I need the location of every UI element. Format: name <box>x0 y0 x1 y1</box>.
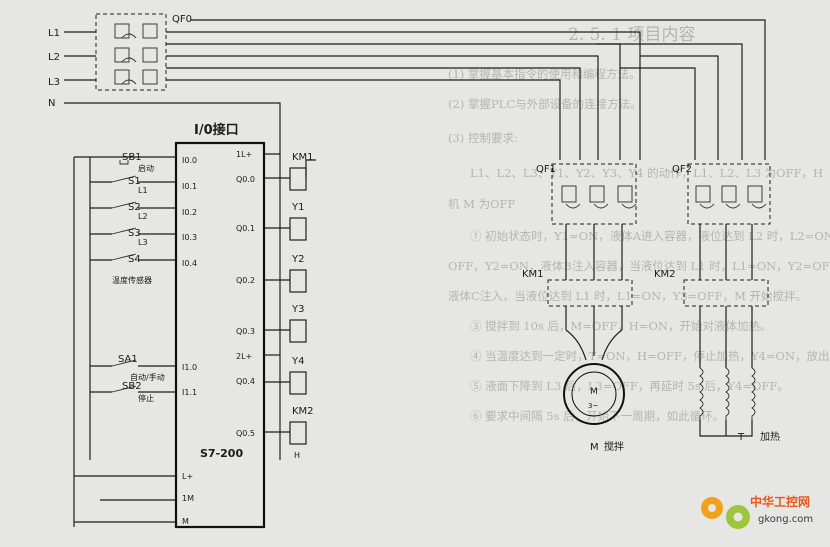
sb2-tag: SB2 <box>122 381 142 392</box>
output-loads: KM1 Y1 Y2 Y3 Y4 KM2 H <box>289 152 314 460</box>
output-wiring <box>264 153 316 460</box>
input-i01: I0.1 <box>182 182 197 191</box>
sb1-tag: SB1 <box>122 152 142 163</box>
input-i00: I0.0 <box>182 156 197 165</box>
sa1-tag: SA1 <box>118 354 138 365</box>
bg-line-9: ③ 搅拌到 10s 后，M=OFF，H=ON，开始对液体加热。 <box>470 319 771 333</box>
load-y1: Y1 <box>291 202 304 213</box>
supply-wires <box>64 19 766 160</box>
watermark-title: 中华工控网 <box>750 494 810 509</box>
neutral-label: N <box>48 98 55 109</box>
output-q02: Q0.2 <box>236 276 255 285</box>
sb1-desc: 启动 <box>138 163 154 173</box>
load-y3: Y3 <box>291 304 304 315</box>
plc-block: I/0接口 S7-200 I0.0 I0.1 I0.2 I0.3 I0.4 I1… <box>174 122 266 529</box>
heater-caption: 加热 <box>760 430 780 443</box>
km1-contactor-label: KM1 <box>522 269 544 280</box>
motor-symbol: M <box>590 387 598 397</box>
input-i04: I0.4 <box>182 259 197 268</box>
input-wiring <box>73 156 176 527</box>
sb2-desc: 停止 <box>138 393 154 403</box>
input-devices: SB1 启动 S1 L1 S2 L2 S3 L3 S4 温度传感器 SA1 自动… <box>112 152 165 403</box>
s2-desc: L2 <box>138 212 148 221</box>
bg-line-5: 机 M 为OFF <box>448 197 515 211</box>
km2-contactor-label: KM2 <box>654 269 676 280</box>
load-h-label: H <box>294 451 300 460</box>
motor-tag: M <box>590 442 599 453</box>
motor-circuit: QF1 KM1 M 3~ M 搅拌 <box>522 163 637 453</box>
bg-line-11: ⑤ 液面下降到 L3 后，L3=OFF，再延时 5s 后，Y4=OFF。 <box>470 379 789 393</box>
bg-line-2: (2) 掌握PLC与外部设备的连接方法。 <box>448 97 642 111</box>
input-i10: I1.0 <box>182 363 197 372</box>
motor-sub: 3~ <box>588 402 598 410</box>
bg-heading: 2. 5. 1 项目内容 <box>568 25 695 45</box>
s1-tag: S1 <box>128 176 141 187</box>
common-2lplus: 2L+ <box>236 352 252 361</box>
supply-labels: L1 L2 L3 N <box>48 28 60 109</box>
s4-tag: S4 <box>128 254 141 265</box>
qf0-label: QF0 <box>172 14 192 25</box>
phase-l2-label: L2 <box>48 52 60 63</box>
output-q00: Q0.0 <box>236 175 255 184</box>
load-y4: Y4 <box>291 356 304 367</box>
load-y2: Y2 <box>291 254 304 265</box>
phase-l3-label: L3 <box>48 77 60 88</box>
watermark: 中华工控网 gkong.com <box>701 494 813 529</box>
input-switch-symbols <box>111 160 137 393</box>
qf2-label: QF2 <box>672 164 692 175</box>
bg-line-3: (3) 控制要求: <box>448 131 518 145</box>
input-i03: I0.3 <box>182 233 197 242</box>
s3-tag: S3 <box>128 228 141 239</box>
main-breaker-qf0: QF0 <box>95 13 192 91</box>
bg-line-8: 液体C注入，当液位达到 L1 时，L1=ON，Y3=OFF，M 开始搅拌。 <box>448 289 807 303</box>
power-lplus: L+ <box>182 472 193 481</box>
bg-line-4: L1、L2、L3、Y1、Y2、Y3、Y4 的动作，L1、L2、L3 为OFF，H <box>470 166 823 180</box>
bg-line-10: ④ 当温度达到一定时，T=ON，H=OFF，停止加热，Y4=ON，放出混合液体 <box>470 349 830 363</box>
phase-l1-label: L1 <box>48 28 60 39</box>
common-1lplus: 1L+ <box>236 150 252 159</box>
sa1-desc: 自动/手动 <box>130 372 165 382</box>
input-i11: I1.1 <box>182 388 197 397</box>
output-q01: Q0.1 <box>236 224 255 233</box>
s2-tag: S2 <box>128 202 141 213</box>
input-i02: I0.2 <box>182 208 197 217</box>
s3-desc: L3 <box>138 238 148 247</box>
load-km1: KM1 <box>292 152 314 163</box>
output-q03: Q0.3 <box>236 327 255 336</box>
bg-line-1: (1) 掌握基本指令的使用和编程方法。 <box>448 67 640 81</box>
plc-model: S7-200 <box>200 447 243 460</box>
load-km2: KM2 <box>292 406 314 417</box>
common-1m: 1M <box>182 494 194 503</box>
bg-line-7: OFF，Y2=ON，液体B注入容器，当液位达到 L1 时，L1=ON，Y2=OF… <box>448 259 830 273</box>
heater-tag: T <box>737 432 745 443</box>
output-q04: Q0.4 <box>236 377 255 386</box>
output-q05: Q0.5 <box>236 429 255 438</box>
motor-caption: 搅拌 <box>604 440 624 453</box>
heater-circuit: QF2 KM2 T 加热 <box>654 163 780 443</box>
qf1-label: QF1 <box>536 164 556 175</box>
s1-desc: L1 <box>138 186 148 195</box>
plc-title: I/0接口 <box>194 122 239 138</box>
bg-line-6: ① 初始状态时，Y1=ON，液体A进入容器，液位达到 L2 时，L2=ON，Y1 <box>470 229 830 243</box>
watermark-url: gkong.com <box>758 514 813 525</box>
common-m: M <box>182 517 189 526</box>
s4-desc: 温度传感器 <box>112 275 152 285</box>
background-text: 2. 5. 1 项目内容 (1) 掌握基本指令的使用和编程方法。 (2) 掌握P… <box>448 25 830 423</box>
